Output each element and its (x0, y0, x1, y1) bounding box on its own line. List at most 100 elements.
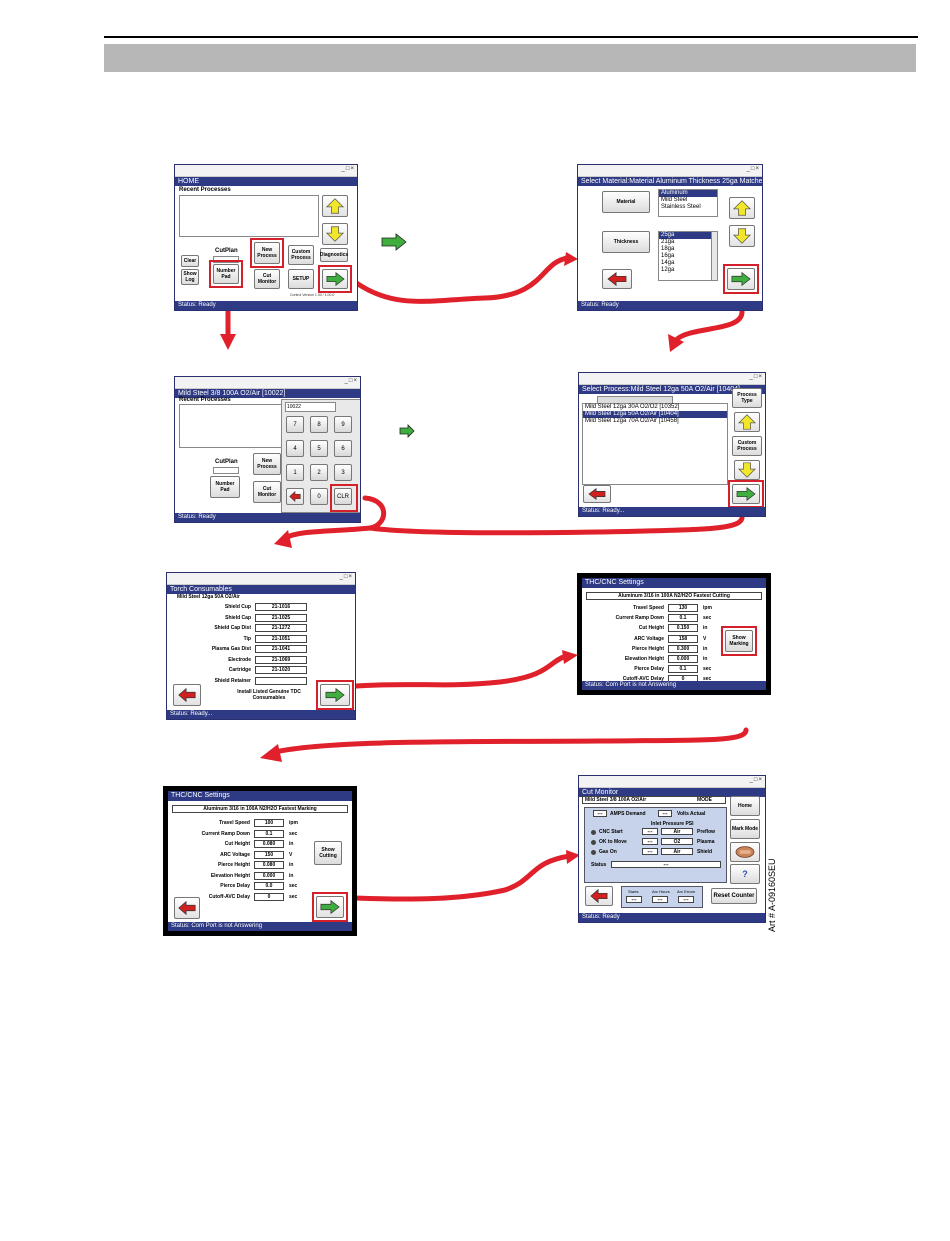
key-6[interactable]: 6 (334, 440, 352, 457)
window-controls-icon[interactable]: _□× (746, 166, 760, 172)
key-8[interactable]: 8 (310, 416, 328, 433)
backspace-button[interactable] (286, 488, 304, 505)
material-button[interactable]: Material (602, 191, 650, 213)
key-9[interactable]: 9 (334, 416, 352, 433)
mark-mode-button[interactable]: Mark Mode (730, 819, 760, 839)
back-button[interactable] (585, 886, 613, 906)
amps-label: AMPS Demand (610, 811, 646, 817)
version-text: Control Version 1.00 / 1.00.0 (290, 293, 335, 297)
back-button[interactable] (173, 684, 201, 706)
list-item[interactable]: 12ga (661, 267, 675, 273)
process-list[interactable]: Mild Steel 12ga 30A O2/O2 [10352] Mild S… (582, 403, 728, 485)
torch-icon[interactable] (730, 842, 760, 862)
setting-unit: in (289, 872, 294, 879)
setting-value-field: 158 (668, 634, 698, 643)
thickness-scrollbar[interactable] (711, 231, 718, 281)
key-0[interactable]: 0 (310, 488, 328, 505)
highlight-box (209, 260, 243, 288)
select-process-screen: _□× Select Process:Mild Steel 12ga 50A O… (578, 372, 766, 517)
cut-monitor-button[interactable]: Cut Monitor (253, 481, 281, 503)
scroll-up-button[interactable] (322, 195, 348, 217)
status-bar: Status: Ready (175, 513, 360, 522)
clear-key[interactable]: CLR (334, 488, 352, 505)
show-log-button[interactable]: Show Log (181, 269, 199, 285)
help-icon[interactable]: ? (730, 864, 760, 884)
window-controls-icon[interactable]: _□× (749, 777, 763, 783)
thickness-list[interactable]: 25ga 21ga 18ga 16ga 14ga 12ga (658, 231, 714, 281)
setting-value-field: 130 (668, 604, 698, 612)
scroll-down-button[interactable] (729, 225, 755, 247)
custom-process-button[interactable]: Custom Process (732, 436, 762, 456)
setup-button[interactable]: SETUP (288, 269, 314, 289)
next-button[interactable] (732, 484, 760, 504)
process-name: Mild Steel 3/8 100A O2/Air (582, 796, 726, 804)
next-button[interactable] (320, 684, 350, 706)
window-titlebar: _□× (175, 377, 360, 389)
setting-label: Elevation Height (624, 656, 664, 662)
list-item[interactable]: 16ga (661, 253, 675, 259)
screen-title: HOME (175, 177, 357, 186)
key-5[interactable]: 5 (310, 440, 328, 457)
key-7[interactable]: 7 (286, 416, 304, 433)
diagnostics-button[interactable]: Diagnostics (320, 248, 348, 262)
consumable-label: Electrode (228, 656, 251, 663)
scroll-up-button[interactable] (734, 412, 760, 432)
process-type-button[interactable]: Process Type (732, 388, 762, 408)
list-item[interactable]: Mild Steel 12ga 50A O2/Air [10404] (583, 411, 727, 418)
key-1[interactable]: 1 (286, 464, 304, 481)
list-item[interactable]: Mild Steel 12ga 30A O2/O2 [10352] (585, 404, 680, 410)
number-entry-field[interactable]: 10022 (285, 402, 336, 412)
list-item[interactable]: 25ga (659, 232, 713, 239)
key-3[interactable]: 3 (334, 464, 352, 481)
back-button[interactable] (602, 269, 632, 289)
custom-process-button[interactable]: Custom Process (288, 245, 314, 265)
reset-counter-button[interactable]: Reset Counter (711, 888, 757, 904)
cut-monitor-button[interactable]: Cut Monitor (254, 269, 280, 289)
cutplan-field[interactable] (213, 256, 239, 263)
setting-value-field: 100 (254, 819, 284, 827)
scroll-down-button[interactable] (734, 460, 760, 480)
new-process-button[interactable]: New Process (254, 242, 280, 264)
highlight-box (316, 680, 354, 710)
consumable-part-field: 21-1272 (255, 624, 307, 632)
setting-unit: sec (289, 893, 298, 900)
thickness-button[interactable]: Thickness (602, 231, 650, 253)
list-item[interactable]: 21ga (661, 239, 675, 245)
header-bar (104, 44, 916, 72)
list-item[interactable]: Stainless Steel (661, 204, 701, 210)
window-controls-icon[interactable]: _□× (339, 574, 353, 580)
setting-label: Pierce Delay (634, 666, 664, 673)
window-controls-icon[interactable]: _□× (344, 378, 358, 384)
back-button[interactable] (583, 485, 611, 503)
next-button[interactable] (727, 268, 755, 290)
list-item[interactable]: Mild Steel (661, 197, 688, 203)
consumable-part-field: 21-1041 (255, 645, 307, 653)
show-marking-button[interactable]: Show Marking (725, 630, 753, 652)
list-item[interactable]: Mild Steel 12ga 70A O2/Air [10458] (585, 418, 679, 424)
home-button[interactable]: Home (730, 796, 760, 816)
material-list[interactable]: Aluminum Mild Steel Stainless Steel (658, 189, 718, 217)
show-cutting-button[interactable]: Show Cutting (314, 841, 342, 865)
key-2[interactable]: 2 (310, 464, 328, 481)
list-item[interactable]: Aluminum (659, 190, 717, 197)
clear-button[interactable]: Clear (181, 255, 199, 267)
consumable-label: Shield Retainer (214, 677, 251, 684)
counter-value: --- (678, 896, 694, 903)
recent-processes-list[interactable] (179, 404, 285, 448)
key-4[interactable]: 4 (286, 440, 304, 457)
number-pad-button[interactable]: Number Pad (213, 264, 239, 284)
window-controls-icon[interactable]: _□× (749, 374, 763, 380)
new-process-button[interactable]: New Process (253, 453, 281, 475)
list-item[interactable]: 18ga (661, 246, 675, 252)
consumable-label: Shield Cap Dist (214, 625, 251, 631)
cutplan-field[interactable] (213, 467, 239, 474)
number-pad-button[interactable]: Number Pad (210, 476, 240, 498)
next-button[interactable] (316, 896, 344, 918)
list-item[interactable]: 14ga (661, 260, 675, 266)
window-controls-icon[interactable]: _□× (341, 166, 355, 172)
back-button[interactable] (174, 897, 200, 919)
next-button[interactable] (322, 269, 348, 289)
scroll-up-button[interactable] (729, 197, 755, 219)
recent-processes-list[interactable] (179, 195, 319, 237)
scroll-down-button[interactable] (322, 223, 348, 245)
